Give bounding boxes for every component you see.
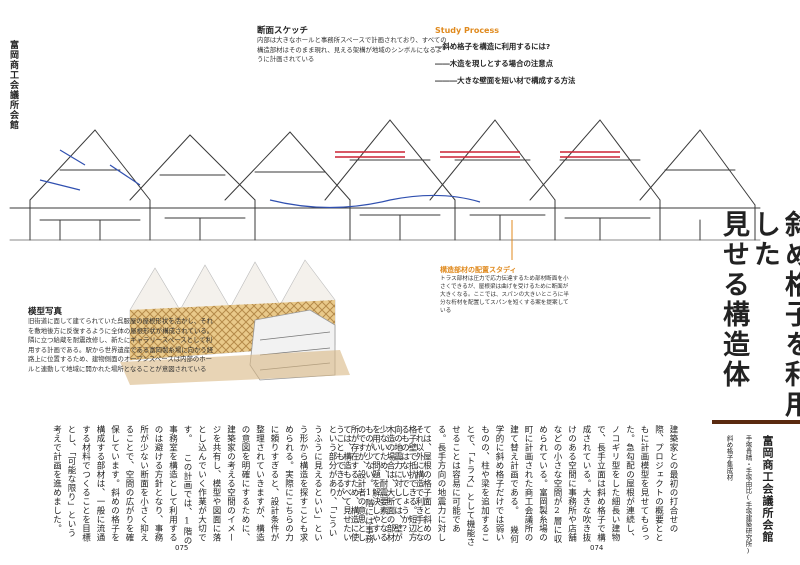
body-paragraph: 建築家との最初の打合せの際、プロジェクトの概要とともに計画模型を見せてもらった。…: [508, 425, 679, 544]
study-process-item: ―――大きな壁面を短い材で構成する方法: [435, 76, 576, 85]
section-sketch-body: 内部は大きなホールと事務所スペースで計画されており、すべての構造部材はそのまま現…: [257, 36, 447, 64]
body-paragraph: それ以外に構造で利き手となるものはないでしょうか? 木造の場合は、大断面の部材を…: [182, 425, 424, 542]
main-title-line-2: 見せる構造体: [718, 210, 749, 390]
subject-credit: 斜め格子集成材: [725, 435, 733, 481]
page-number-right: 074: [590, 544, 604, 552]
sketch-roof-3: [224, 131, 351, 201]
sketch-red-members: [335, 151, 620, 158]
sketch-roof-1: [29, 129, 151, 201]
study-process: Study Process ―斜め格子を構造に利用するには? ――木造を現しとす…: [435, 26, 695, 86]
sketch-blue-members: [39, 149, 481, 209]
body-paragraph: この計画では、1階の事務室を構造として利用するのは避ける方針となり、事務所が少な…: [51, 425, 193, 545]
body-text-left: それ以外に構造で利き手となるものはないでしょうか? 木造の場合は、大断面の部材を…: [52, 425, 426, 545]
study-process-item: ――木造を現しとする場合の注意点: [435, 59, 554, 68]
sketch-roof-5: [429, 119, 556, 201]
subject-credit: 手塚貴晴・手塚由比(手塚建築研究所): [744, 435, 752, 555]
study-process-item: ―斜め格子を構造に利用するには?: [435, 42, 551, 51]
main-title-line-1: 斜め格子を利用した: [749, 210, 800, 420]
sketch-roof-2: [129, 134, 256, 201]
sketch-roof-6: [529, 119, 661, 201]
section-sketch-drawing: [9, 119, 761, 260]
model-photo: [120, 259, 350, 385]
model-photo-body: 旧街道に面して建てられていた呉服屋の屋根形状を活かし、それを敷地後方に反復するよ…: [28, 317, 214, 373]
title-divider: [712, 420, 800, 424]
body-text-right: 建築家との最初の打合せの際、プロジェクトの概要とともに計画模型を見せてもらった。…: [335, 425, 680, 550]
member-study-body: トラス部材は圧力で応力伝達するため部材断面を小さくできるが、屋根梁は曲げを受ける…: [440, 276, 569, 314]
model-photo-note: 模型写真 旧街道に面して建てられていた呉服屋の屋根形状を活かし、それを敷地後方に…: [28, 305, 218, 375]
study-process-title: Study Process: [435, 26, 500, 35]
body-paragraph: 幾何学的に斜め格子だけでは弱いものの、柱や梁を追加することで、「トラス」として機…: [334, 425, 519, 547]
page-number-left: 075: [175, 544, 189, 552]
member-study-note: 構造部材の配置スタディ トラス部材は圧力で応力伝達するため部材断面を小さくできる…: [440, 265, 570, 315]
main-title: 斜め格子を利用した 見せる構造体: [718, 210, 800, 440]
model-photo-title: 模型写真: [28, 307, 63, 317]
member-study-title: 構造部材の配置スタディ: [440, 266, 517, 274]
running-header: 富岡商工会議所会館: [8, 40, 18, 130]
sketch-roof-7: [639, 129, 756, 206]
section-sketch-note: 断面スケッチ 内部は大きなホールと事務所スペースで計画されており、すべての構造部…: [257, 24, 447, 65]
sketch-roof-4: [324, 119, 456, 201]
subject-name: 富岡商工会議所会館: [761, 435, 774, 543]
section-sketch-title: 断面スケッチ: [257, 26, 309, 36]
subject-block: 富岡商工会議所会館 手塚貴晴・手塚由比(手塚建築研究所) 斜め格子集成材: [720, 435, 777, 555]
